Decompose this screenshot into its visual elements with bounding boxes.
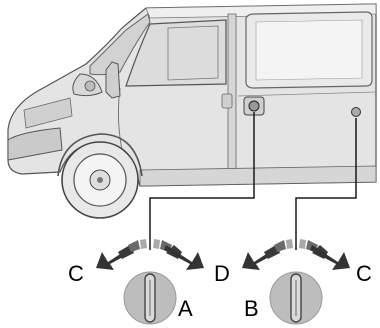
van-indicator (84, 80, 96, 92)
callout-right-knob-b: B (244, 296, 259, 321)
left-dial-segment-2 (128, 240, 140, 252)
van-mirror (105, 61, 121, 99)
leader-line-left (149, 112, 255, 250)
van-front-window-frame (167, 25, 219, 81)
callout-left-knob-a: A (178, 296, 193, 321)
van-hub-center (97, 177, 103, 183)
callout-left-knob-c: C (68, 261, 84, 286)
right-knob-dial (242, 239, 350, 325)
callout-right-knob-c: C (356, 261, 372, 286)
left-knob-dial (96, 239, 204, 325)
sliding-door-lock (351, 107, 361, 117)
right-dial-segment-4 (299, 239, 306, 249)
right-dial-segment-3 (286, 239, 293, 249)
van-sliding-door-track (237, 91, 377, 97)
van-illustration (7, 3, 377, 219)
van-front-window (125, 19, 227, 87)
left-dial-segment-3 (140, 239, 147, 249)
van-grille (23, 97, 73, 129)
right-dial-arrow-right (310, 245, 350, 270)
van-front-bumper (7, 127, 63, 161)
van-side-window-glass (255, 19, 363, 81)
van-wheel-arch (57, 133, 143, 177)
callout-left-knob-d: D (214, 261, 230, 286)
front-door-handle (221, 93, 233, 109)
leader-line-right (295, 118, 357, 250)
front-door-lock (248, 100, 260, 112)
left-dial-arrow-right (164, 245, 204, 270)
right-dial-segment-2 (274, 240, 286, 252)
van-sill (139, 165, 377, 187)
left-dial-segment-4 (153, 239, 160, 249)
van-windscreen (89, 13, 151, 76)
